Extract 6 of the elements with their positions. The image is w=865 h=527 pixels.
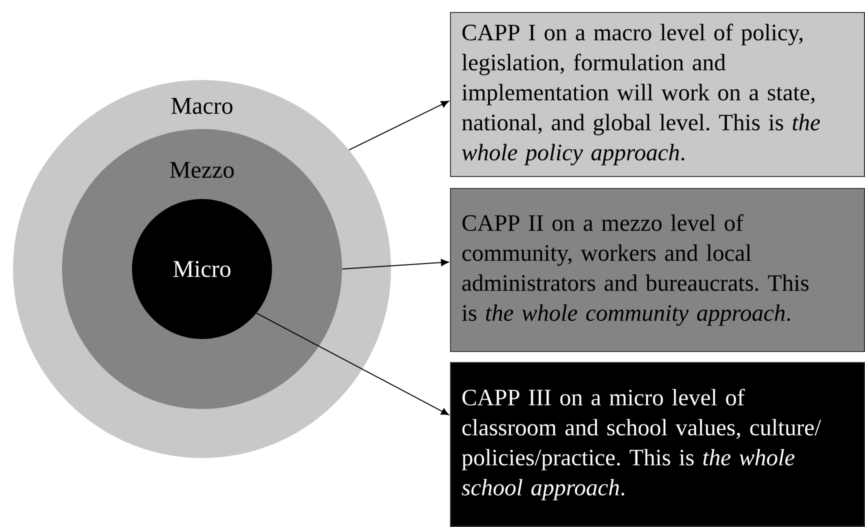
arrow [256,312,449,416]
arrow [348,100,449,150]
text-box: CAPP I on a macro level of policy, legislation, formulation and implementation will work on a state, national, and global level. This is the whole policy approach. [450,12,865,177]
text-box: CAPP II on a mezzo level of community, workers and local administrators and bureaucrats. This is the whole community approach. [450,188,865,352]
text-box: CAPP III on a micro level of classroom and school values, culture/ policies/practice. This is the whole school approach. [450,362,865,527]
arrow [342,259,449,270]
